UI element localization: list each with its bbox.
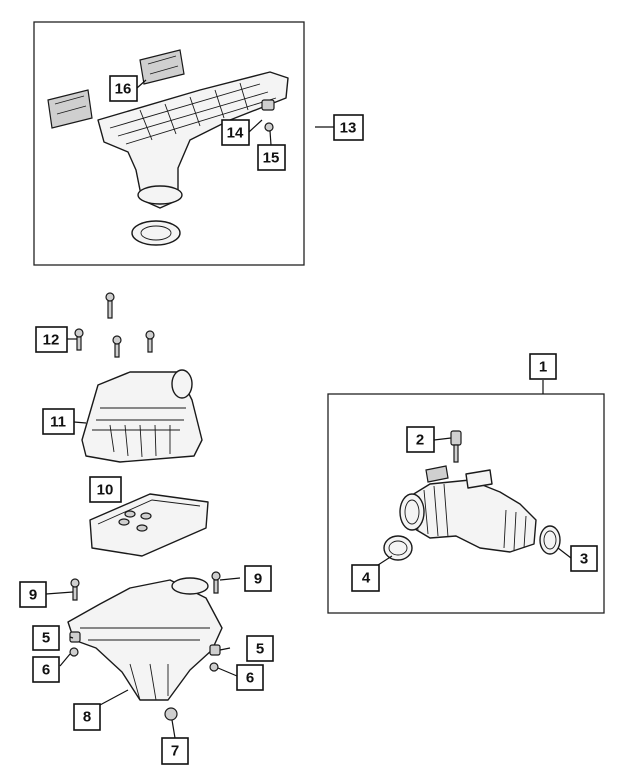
callout-5-left-label: 5 (42, 630, 50, 647)
callout-11-label: 11 (50, 414, 66, 431)
callout-10: 10 (89, 476, 122, 503)
callout-5-left: 5 (32, 625, 60, 651)
callout-3-label: 3 (580, 551, 588, 568)
callout-5-right: 5 (246, 635, 274, 662)
callout-3: 3 (570, 545, 598, 572)
callout-10-label: 10 (97, 482, 114, 499)
callout-1-label: 1 (539, 359, 547, 376)
hose-clamp-right (539, 525, 561, 555)
callout-2: 2 (406, 426, 435, 453)
air-cleaner-lid (81, 369, 203, 463)
air-cleaner-housing (67, 577, 223, 701)
hose-group-frame (327, 393, 605, 614)
callout-15: 15 (257, 144, 286, 171)
callout-6-left: 6 (32, 656, 60, 683)
callout-14-label: 14 (227, 125, 244, 142)
callout-9-right-label: 9 (254, 571, 262, 588)
callout-14: 14 (221, 119, 250, 146)
callout-15-label: 15 (263, 150, 280, 167)
callout-13: 13 (333, 114, 364, 141)
callout-11: 11 (42, 408, 75, 435)
isolators-and-nuts (69, 631, 221, 721)
callout-9-left: 9 (19, 581, 47, 608)
intake-duct-group-frame (33, 21, 305, 266)
callout-1: 1 (529, 353, 557, 380)
callout-16-label: 16 (115, 81, 132, 98)
callout-7-label: 7 (171, 743, 179, 760)
callout-12-label: 12 (43, 332, 60, 349)
air-filter-element (89, 493, 209, 557)
callout-9-right: 9 (244, 565, 272, 592)
air-intake-duct (47, 49, 289, 246)
callout-6-left-label: 6 (42, 662, 50, 679)
air-temp-sensor (450, 430, 462, 463)
callout-8: 8 (73, 703, 101, 731)
callout-5-right-label: 5 (256, 641, 264, 658)
callout-8-label: 8 (83, 709, 91, 726)
leader-lines (45, 79, 572, 739)
lid-screws (74, 292, 155, 358)
callout-7: 7 (161, 737, 189, 765)
housing-bolts (70, 571, 221, 601)
hose-clamp-left (383, 535, 413, 561)
callout-4-label: 4 (362, 570, 371, 587)
callout-6-right: 6 (236, 664, 264, 691)
callout-12: 12 (35, 326, 68, 353)
callout-2-label: 2 (416, 432, 424, 449)
clean-air-hose (399, 465, 537, 553)
callout-13-label: 13 (340, 120, 357, 137)
callout-4: 4 (351, 564, 380, 592)
callout-9-left-label: 9 (29, 587, 37, 604)
callout-16: 16 (109, 75, 138, 102)
callout-6-right-label: 6 (246, 670, 254, 687)
